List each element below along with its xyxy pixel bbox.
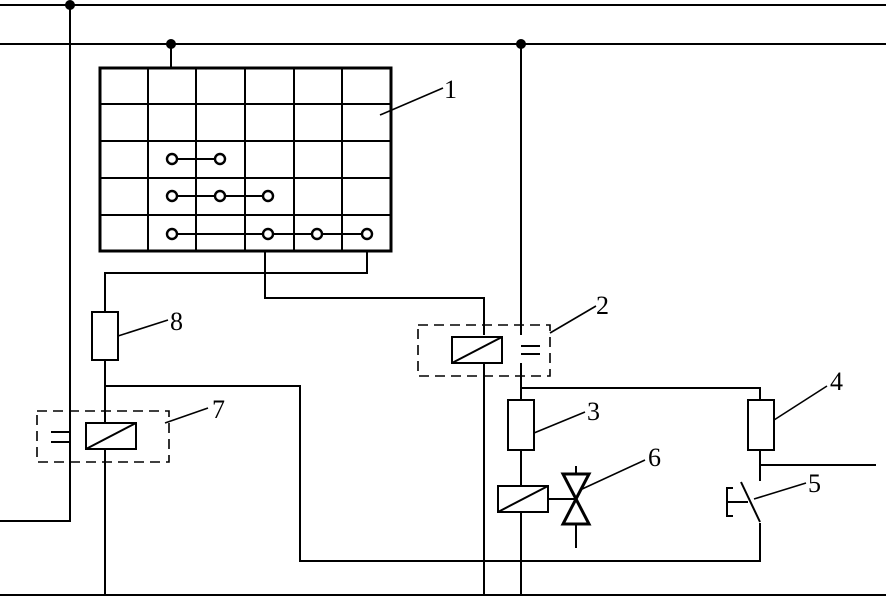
leader-2 [549, 305, 597, 334]
label-6: 6 [648, 443, 661, 472]
wire-to-fuse4 [521, 387, 761, 400]
left-feed-wire [0, 5, 71, 522]
wire-relay7-to-switch5 [105, 385, 761, 562]
label-4: 4 [830, 367, 843, 396]
leader-8 [117, 319, 169, 337]
wire-matrix-to-fuse8 [104, 251, 368, 312]
label-5: 5 [808, 469, 821, 498]
fuse-3 [507, 399, 535, 451]
label-3: 3 [587, 397, 600, 426]
leader-1 [379, 87, 444, 116]
label-1: 1 [444, 75, 457, 104]
solenoid-valve-6 [497, 466, 592, 595]
label-8: 8 [170, 307, 183, 336]
leader-3 [533, 411, 586, 434]
label-2: 2 [596, 291, 609, 320]
relay-7 [36, 410, 170, 595]
push-button-switch-5 [726, 481, 761, 523]
matrix-grid-component-1 [98, 44, 393, 253]
relay-2 [417, 324, 551, 595]
label-7: 7 [212, 395, 225, 424]
wire-matrix-to-relay2 [264, 251, 485, 335]
fuse-8 [91, 311, 119, 361]
leader-6 [579, 459, 646, 491]
fuse-4 [747, 399, 775, 451]
leader-5 [753, 482, 807, 500]
leader-7 [164, 407, 209, 424]
leader-4 [773, 385, 828, 421]
